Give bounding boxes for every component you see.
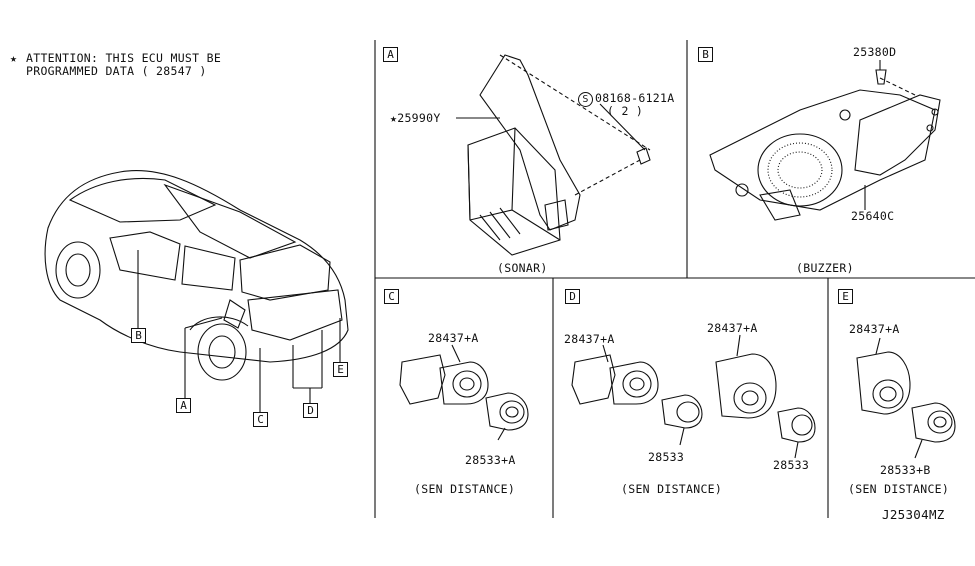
diagram-id: J25304MZ (882, 507, 945, 522)
sen-distance-caption-e: (SEN DISTANCE) (848, 482, 950, 496)
bolt-symbol: S (578, 92, 593, 107)
part-25990y[interactable]: ★25990Y (390, 111, 441, 125)
sensor-c-drawing (399, 344, 529, 441)
panel-b-label: B (698, 47, 713, 62)
vehicle-drawing (44, 170, 349, 412)
sensor-e-drawing (856, 337, 956, 459)
sonar-caption: (SONAR) (497, 261, 548, 275)
part-28437a-c[interactable]: 28437+A (428, 331, 479, 345)
callout-b[interactable]: B (131, 328, 146, 343)
part-25380d[interactable]: 25380D (853, 45, 897, 59)
part-25640c[interactable]: 25640C (851, 209, 895, 223)
buzzer-drawing (709, 60, 941, 221)
part-28533b-e[interactable]: 28533+B (880, 463, 931, 477)
part-08168-6121a[interactable]: 08168-6121A (595, 91, 675, 105)
part-28437a-d-right[interactable]: 28437+A (707, 321, 758, 335)
sensor-d-drawing (571, 334, 816, 459)
callout-c[interactable]: C (253, 412, 268, 427)
panel-a-label: A (383, 47, 398, 62)
sen-distance-caption-c: (SEN DISTANCE) (414, 482, 516, 496)
bolt-quantity: ( 2 ) (607, 104, 644, 118)
part-28437a-d-left[interactable]: 28437+A (564, 332, 615, 346)
part-28437a-e[interactable]: 28437+A (849, 322, 900, 336)
callout-a[interactable]: A (176, 398, 191, 413)
attention-line-1: ATTENTION: THIS ECU MUST BE (26, 51, 222, 65)
panel-e-label: E (838, 289, 853, 304)
attention-star: ★ (10, 51, 18, 65)
part-28533-d-right[interactable]: 28533 (773, 458, 810, 472)
buzzer-caption: (BUZZER) (796, 261, 854, 275)
sen-distance-caption-d: (SEN DISTANCE) (621, 482, 723, 496)
callout-e[interactable]: E (333, 362, 348, 377)
callout-d[interactable]: D (303, 403, 318, 418)
sonar-ecu-drawing (456, 54, 651, 256)
panel-d-label: D (565, 289, 580, 304)
attention-line-2: PROGRAMMED DATA ( 28547 ) (26, 64, 207, 78)
part-28533a-c[interactable]: 28533+A (465, 453, 516, 467)
part-28533-d-mid[interactable]: 28533 (648, 450, 685, 464)
panel-c-label: C (384, 289, 399, 304)
